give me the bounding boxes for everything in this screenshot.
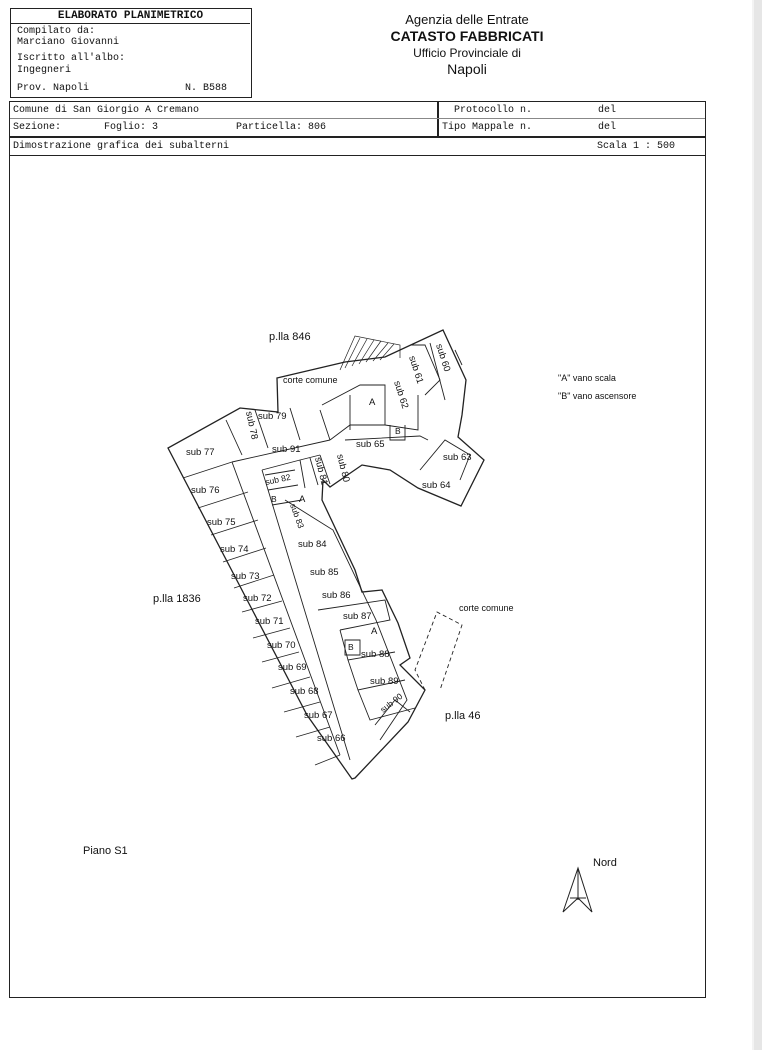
agency-line-4: Napoli	[447, 61, 487, 77]
page-edge-light	[752, 0, 754, 1050]
sub-89: sub 89	[370, 676, 399, 687]
corte-comune-label-2: corte comune	[459, 603, 514, 613]
lower-rooms	[317, 599, 416, 726]
sub-83: sub 83	[288, 502, 306, 530]
stair-mark-a-1: A	[369, 397, 376, 408]
pla-1836-label: p.lla 1836	[153, 593, 201, 605]
registry-number: N. B588	[185, 83, 228, 94]
sub-66: sub 66	[317, 733, 346, 744]
del-2: del	[598, 122, 617, 133]
sub-72: sub 72	[243, 593, 272, 604]
sub-75: sub 75	[207, 517, 236, 528]
subtitle-box: Dimostrazione grafica dei subalterni Sca…	[9, 137, 706, 156]
ramp-hatching	[339, 335, 401, 371]
sub-62: sub 62	[391, 380, 410, 411]
agency-line-3: Ufficio Provinciale di	[413, 46, 521, 60]
tipo-mappale: Tipo Mappale n.	[442, 122, 533, 133]
sub-80: sub 80	[334, 453, 352, 483]
nord-label: Nord	[593, 857, 617, 869]
stair-mark-a-2: A	[299, 494, 306, 505]
pla-46-label: p.lla 46	[445, 710, 480, 722]
sub-77: sub 77	[186, 447, 215, 458]
sub-88: sub 88	[361, 649, 390, 660]
sub-64: sub 64	[422, 480, 451, 491]
sub-70: sub 70	[267, 640, 296, 651]
legend-a: "A" vano scala	[558, 373, 616, 383]
sub-69: sub 69	[278, 662, 307, 673]
elevator-mark-b-3: B	[348, 642, 354, 652]
sub-63: sub 63	[443, 452, 472, 463]
sub-65: sub 65	[356, 439, 385, 450]
sezione: Sezione:	[13, 122, 62, 133]
corridor-right-edge	[261, 454, 408, 741]
del-1: del	[598, 105, 617, 116]
elevator-mark-b-2: B	[271, 494, 277, 504]
agency-line-2: CATASTO FABBRICATI	[390, 28, 544, 44]
north-arrow-icon	[562, 866, 593, 913]
piano-label: Piano S1	[83, 845, 128, 857]
sub-68: sub 68	[290, 686, 319, 697]
sub-61: sub 61	[406, 355, 425, 386]
dimostrazione-label: Dimostrazione grafica dei subalterni	[13, 141, 230, 152]
pla-846-label: p.lla 846	[269, 331, 311, 343]
compiled-by-label: Compilato da:	[17, 26, 96, 37]
sub-74: sub 74	[220, 544, 249, 555]
sub-79: sub 79	[258, 411, 287, 422]
corte-comune-label-1: corte comune	[283, 375, 338, 385]
sub-60: sub 60	[433, 343, 452, 374]
agency-header: Agenzia delle Entrate CATASTO FABBRICATI…	[337, 12, 597, 77]
sub-86: sub 86	[322, 590, 351, 601]
particella: Particella: 806	[236, 122, 327, 133]
elevator-mark-b-1: B	[395, 426, 401, 436]
comune: Comune di San Giorgio A Cremano	[13, 105, 200, 116]
registry-value: Ingegneri	[17, 65, 72, 76]
scala-label: Scala 1 : 500	[597, 141, 676, 152]
sub-73: sub 73	[231, 571, 260, 582]
sub-76: sub 76	[191, 485, 220, 496]
registry-label: Iscritto all'albo:	[17, 53, 126, 64]
sub-71: sub 71	[255, 616, 284, 627]
province: Prov. Napoli	[17, 83, 90, 94]
info-divider-vertical	[437, 102, 439, 136]
building-outline	[167, 329, 485, 780]
foglio: Foglio: 3	[104, 122, 159, 133]
compiled-by-value: Marciano Giovanni	[17, 37, 120, 48]
sub-87: sub 87	[343, 611, 372, 622]
info-box: Comune di San Giorgio A Cremano Sezione:…	[9, 101, 706, 137]
page-edge-shadow	[754, 0, 762, 1050]
upper-rooms	[225, 342, 471, 506]
sub-84: sub 84	[298, 539, 327, 550]
sub-67: sub 67	[304, 710, 333, 721]
agency-line-1: Agenzia delle Entrate	[405, 12, 529, 27]
compiler-box-title: ELABORATO PLANIMETRICO	[11, 9, 250, 24]
info-divider-horizontal	[10, 118, 705, 119]
stair-mark-a-3: A	[371, 626, 378, 637]
sub-91: sub 91	[272, 444, 301, 455]
sub-90: sub 90	[378, 691, 404, 715]
corridor-left-edge	[231, 439, 351, 761]
legend-b: "B" vano ascensore	[558, 391, 636, 401]
compiler-box: ELABORATO PLANIMETRICO Compilato da: Mar…	[10, 8, 252, 98]
sub-81: sub 81	[312, 456, 330, 486]
drawing-frame	[9, 155, 706, 998]
left-strip-dividers	[182, 461, 341, 766]
sub-85: sub 85	[310, 567, 339, 578]
corte-comune-outline	[414, 611, 463, 691]
protocollo: Protocollo n.	[454, 105, 533, 116]
